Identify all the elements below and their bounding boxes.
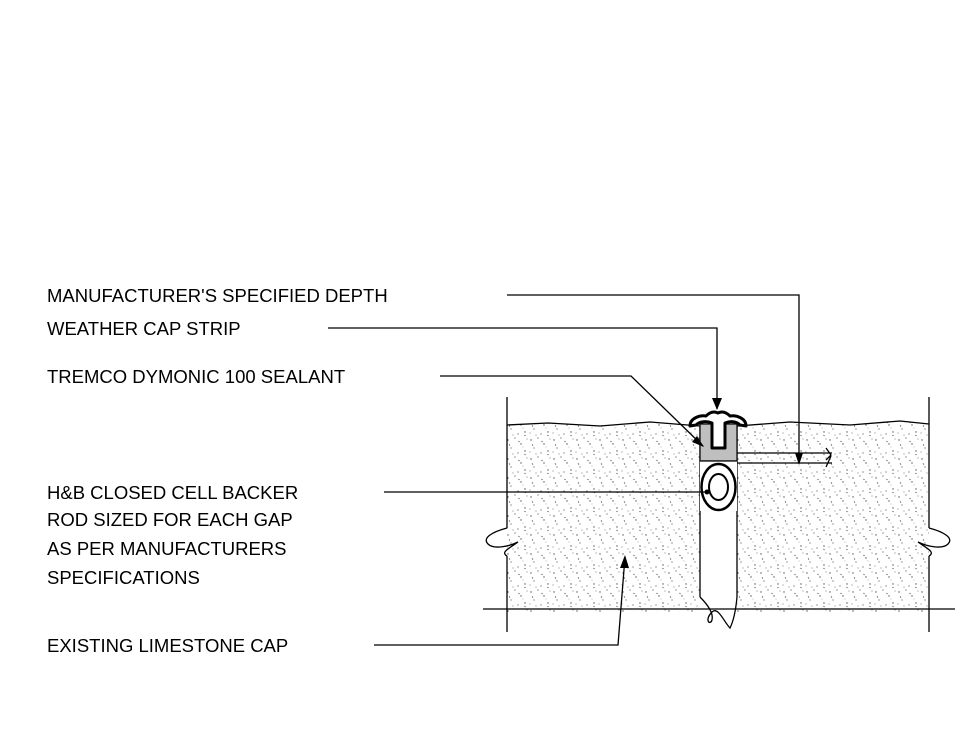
label-backer-rod-line-2: ROD SIZED FOR EACH GAP	[47, 509, 293, 530]
label-sealant: TREMCO DYMONIC 100 SEALANT	[47, 366, 345, 387]
limestone-block-right	[737, 421, 929, 612]
label-backer-rod-line-1: H&B CLOSED CELL BACKER	[47, 482, 298, 503]
limestone-block-left	[507, 422, 700, 612]
label-existing-limestone-cap: EXISTING LIMESTONE CAP	[47, 635, 288, 656]
break-joint	[699, 596, 738, 630]
break-right	[917, 527, 951, 557]
depth-dimension	[737, 447, 832, 468]
label-specified-depth: MANUFACTURER'S SPECIFIED DEPTH	[47, 285, 388, 306]
break-left	[485, 527, 519, 557]
label-weather-cap-strip: WEATHER CAP STRIP	[47, 318, 241, 339]
weather-cap-strip	[688, 410, 748, 450]
break-lines	[485, 527, 951, 630]
label-backer-rod-line-3: AS PER MANUFACTURERS	[47, 538, 287, 559]
backer-rod	[700, 460, 737, 512]
label-backer-rod-line-4: SPECIFICATIONS	[47, 567, 200, 588]
leader-lines	[328, 294, 803, 646]
limestone-cap	[483, 397, 955, 632]
callout-labels: MANUFACTURER'S SPECIFIED DEPTH WEATHER C…	[47, 285, 388, 656]
